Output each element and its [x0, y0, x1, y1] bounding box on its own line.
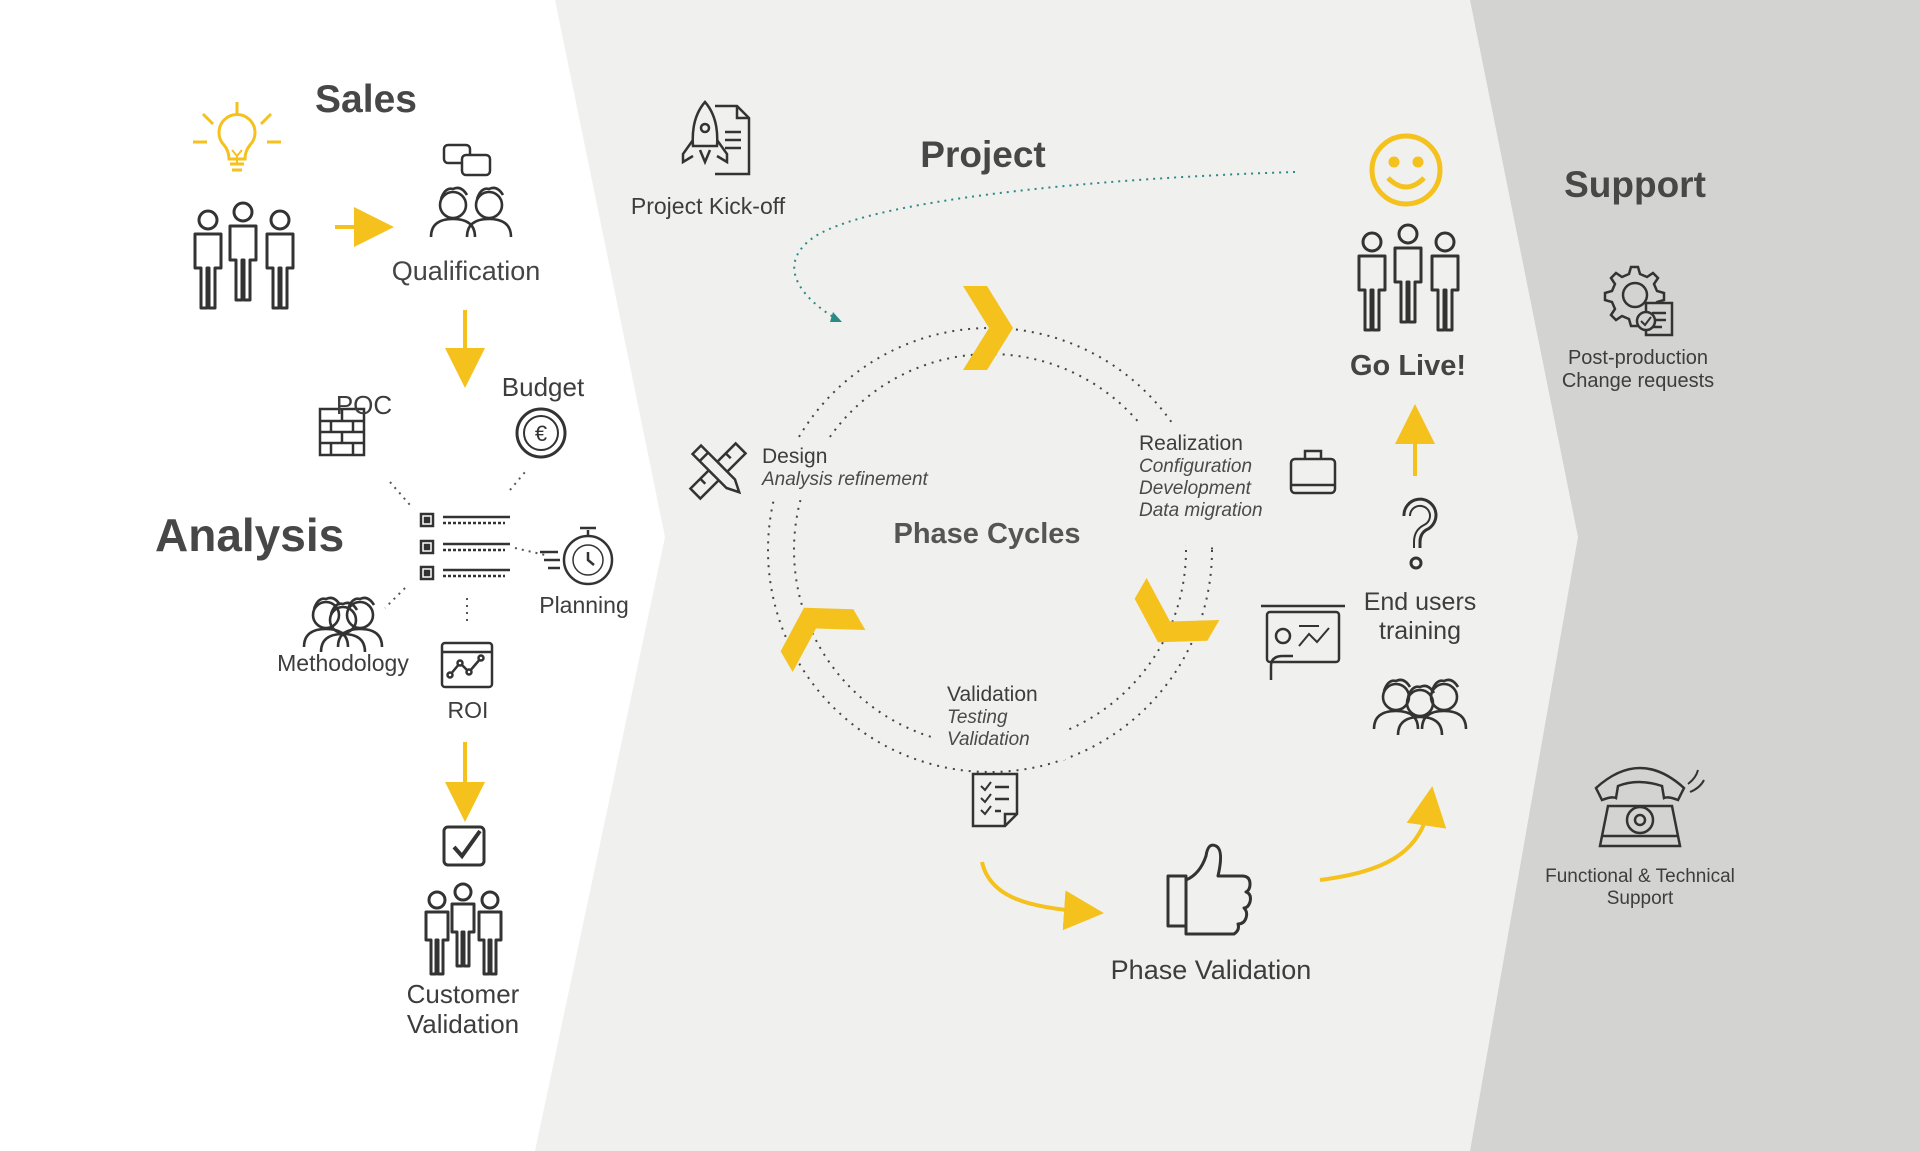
- phase-realization: Realization Configuration Development Da…: [1139, 432, 1263, 522]
- checklist-icon: [419, 512, 510, 581]
- phase-design-title: Design: [762, 445, 828, 468]
- briefcase-icon: [1289, 449, 1337, 495]
- label-roi: ROI: [447, 697, 489, 723]
- svg-text:€: €: [535, 421, 547, 446]
- label-budget: Budget: [501, 372, 585, 402]
- phase-design-item: Analysis refinement: [762, 469, 928, 490]
- section-title-project: Project: [920, 134, 1046, 175]
- label-qualification: Qualification: [391, 256, 541, 286]
- label-phase-validation: Phase Validation: [1110, 955, 1312, 985]
- phase-realization-item: Configuration: [1139, 456, 1253, 477]
- phase-validation-item: Testing: [947, 707, 1008, 728]
- phase-realization-title: Realization: [1139, 432, 1243, 455]
- presentation-board-icon: [1261, 604, 1345, 680]
- cycle-chevron-left: [780, 607, 866, 673]
- support-panel: [1470, 0, 1920, 1151]
- lightbulb-icon: [193, 102, 281, 172]
- label-planning: Planning: [539, 592, 629, 618]
- project-panel: [535, 0, 1585, 1151]
- chat-people-icon: [429, 143, 513, 239]
- phase-realization-item: Data migration: [1139, 500, 1263, 521]
- label-methodology: Methodology: [277, 650, 409, 676]
- cycle-chevron-right: [1134, 577, 1220, 643]
- telephone-icon: [1594, 766, 1705, 848]
- people-group-icon: [424, 882, 503, 976]
- thumbs-up-icon: [1166, 843, 1252, 936]
- label-phase-cycles: Phase Cycles: [893, 518, 1081, 550]
- clipboard-checklist-icon: [971, 772, 1019, 828]
- team-icon: [302, 596, 384, 654]
- stopwatch-icon: [540, 526, 614, 586]
- cycle-chevron-top: [963, 286, 1013, 370]
- label-post-production: Post-production Change requests: [1561, 347, 1715, 392]
- label-functional-technical-support: Functional & Technical Support: [1545, 866, 1735, 909]
- section-title-analysis: Analysis: [155, 509, 345, 561]
- label-customer-validation: Customer Validation: [406, 979, 520, 1039]
- label-end-users-training: End users training: [1363, 588, 1477, 645]
- label-poc: POC: [335, 390, 393, 420]
- phase-validation: Validation Testing Validation: [947, 683, 1038, 751]
- people-group-icon: [193, 201, 295, 310]
- roi-chart-icon: [440, 641, 494, 689]
- section-title-support: Support: [1564, 164, 1706, 205]
- gear-document-icon: [1603, 265, 1674, 337]
- checkbox-icon: [442, 825, 486, 867]
- section-title-sales: Sales: [315, 78, 417, 121]
- rocket-document-icon: [681, 100, 751, 176]
- smiley-icon: [1369, 133, 1443, 207]
- phase-design: Design Analysis refinement: [762, 445, 928, 491]
- brick-wall-icon: [318, 407, 366, 457]
- euro-coin-icon: €: [515, 407, 567, 459]
- phase-validation-title: Validation: [947, 683, 1038, 706]
- phase-validation-item: Validation: [947, 729, 1030, 750]
- question-mark-icon: [1402, 497, 1438, 570]
- label-go-live: Go Live!: [1349, 350, 1467, 382]
- phase-realization-item: Development: [1139, 478, 1251, 499]
- label-project-kickoff: Project Kick-off: [630, 193, 786, 219]
